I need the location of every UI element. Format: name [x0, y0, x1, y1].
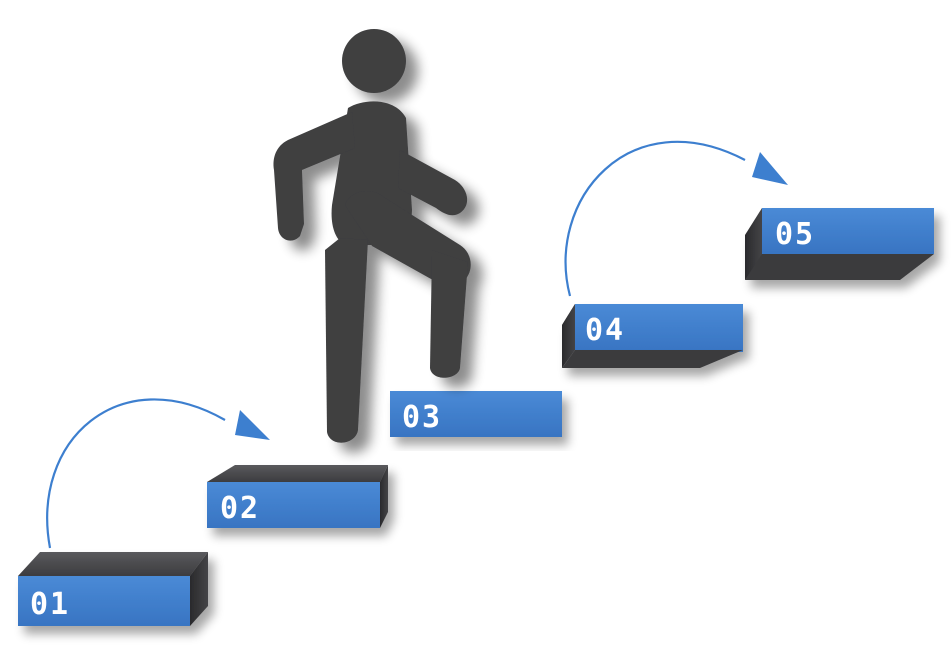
curved-arrow-icon [46, 398, 270, 549]
step-block-05: 05 [745, 208, 934, 280]
person-climbing-stairs-icon [273, 29, 471, 443]
step-block-04: 04 [562, 304, 743, 368]
step-block-01: 01 [18, 552, 208, 626]
curved-arrow-icon [564, 140, 788, 297]
step-label: 01 [30, 587, 70, 622]
step-label: 03 [402, 400, 442, 435]
step-block-02: 02 [207, 465, 388, 528]
step-block-03: 03 [390, 391, 562, 437]
step-label: 04 [585, 313, 625, 348]
step-label: 05 [775, 217, 815, 252]
step-label: 02 [220, 491, 260, 526]
